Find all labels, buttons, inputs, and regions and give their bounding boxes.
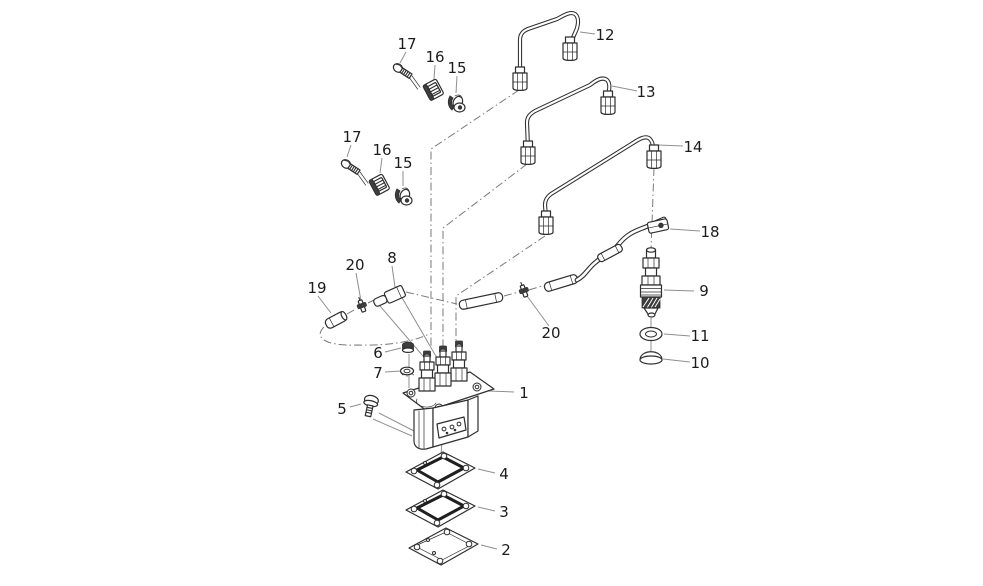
callout-17a: 17 [397, 35, 416, 53]
nut-6 [401, 341, 415, 354]
callout-16a: 16 [425, 48, 444, 66]
callout-16b: 16 [372, 141, 391, 159]
callout-14: 14 [683, 138, 702, 156]
pipe-clamp [447, 94, 466, 113]
cover-gasket-2 [408, 527, 479, 566]
pipe-clamp [368, 173, 390, 196]
pipe-clamp-set-lower [340, 159, 413, 206]
hose-end-19 [324, 310, 348, 329]
callout-2: 2 [501, 541, 511, 559]
callout-8: 8 [387, 249, 397, 267]
hose-clip-20 [356, 296, 367, 313]
pipe-nut [538, 210, 554, 235]
bolt-5 [363, 394, 379, 418]
injection-pipe-13 [520, 76, 616, 165]
pipe-nut [600, 90, 616, 115]
delivery-fitting [450, 340, 468, 382]
pipe-nut [646, 144, 662, 169]
callout-10: 10 [690, 354, 709, 372]
gasket-3 [405, 489, 476, 528]
callout-6: 6 [373, 344, 383, 362]
delivery-fitting [418, 350, 436, 392]
hose-sleeve [597, 243, 623, 263]
washer-11 [639, 326, 663, 342]
callout-15b: 15 [393, 154, 412, 172]
pipe-clamp [422, 78, 444, 101]
hose-connector-18 [646, 218, 670, 234]
pipe-nut [512, 66, 528, 91]
callout-18: 18 [700, 223, 719, 241]
pipe-clamp [394, 187, 413, 206]
callout-3: 3 [499, 503, 509, 521]
return-pipe-8 [373, 285, 407, 307]
callout-labels: 1 2 3 4 5 6 7 8 9 10 11 12 13 14 15 16 1… [307, 26, 719, 559]
center-lines [319, 89, 655, 349]
injection-pipe-14 [538, 135, 662, 235]
injection-pump [363, 340, 495, 450]
callout-20b: 20 [541, 324, 560, 342]
washer-7 [399, 366, 415, 377]
callout-5: 5 [337, 400, 347, 418]
delivery-fitting [434, 345, 452, 387]
callout-7: 7 [373, 364, 383, 382]
callout-11: 11 [690, 327, 709, 345]
hose-segment [458, 292, 504, 310]
callout-1: 1 [519, 384, 529, 402]
callout-4: 4 [499, 465, 509, 483]
pipe-clamp-set-upper [392, 63, 466, 113]
callout-12: 12 [595, 26, 614, 44]
callout-19: 19 [307, 279, 326, 297]
callout-20a: 20 [345, 256, 364, 274]
leak-off-hose [324, 216, 670, 329]
pipe-nut [520, 140, 536, 165]
cap-10 [639, 351, 663, 365]
gasket-4 [405, 451, 476, 490]
callout-17b: 17 [342, 128, 361, 146]
injector-9 [639, 247, 663, 318]
clamp-bolt [340, 159, 369, 186]
callout-9: 9 [699, 282, 709, 300]
injection-pipe-12 [512, 10, 581, 91]
callout-15a: 15 [447, 59, 466, 77]
pipe-nut [562, 36, 578, 61]
hose-clip-20 [518, 281, 529, 298]
clamp-bolt [392, 63, 421, 90]
hose-segment [543, 274, 579, 292]
callout-13: 13 [636, 83, 655, 101]
pump-body [413, 395, 479, 450]
